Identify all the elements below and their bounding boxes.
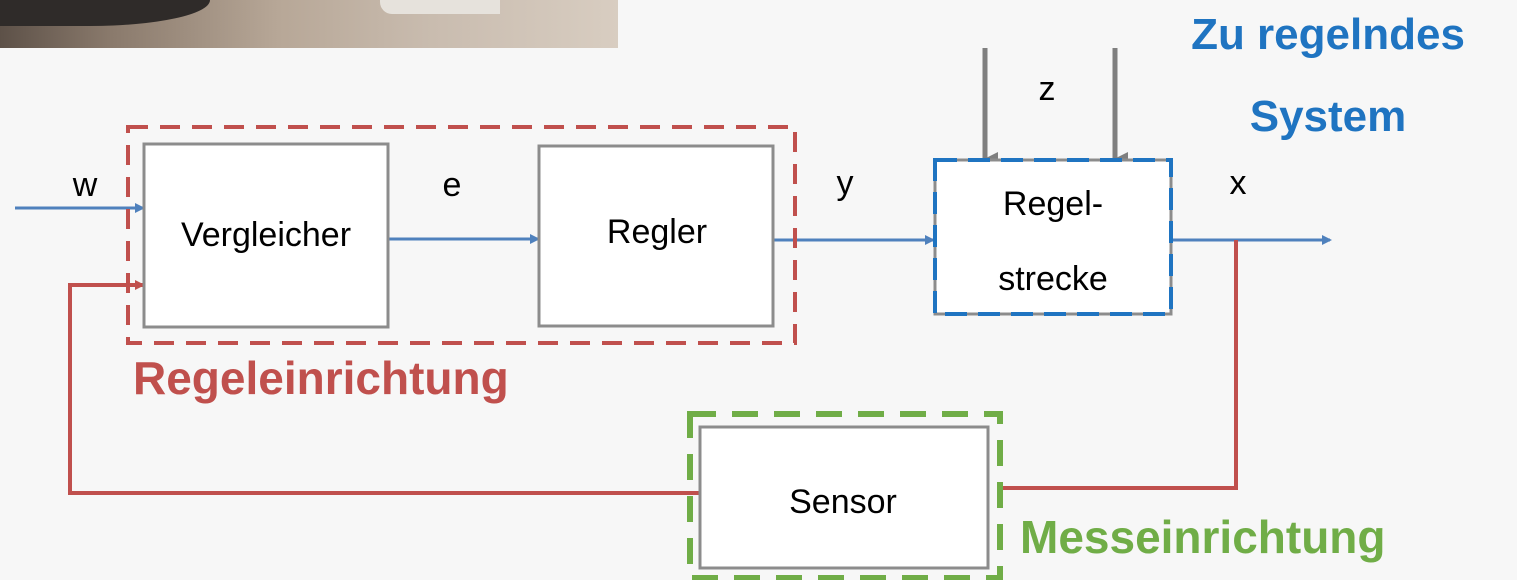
plant-block	[933, 158, 1173, 316]
signal-y-label: y	[837, 164, 854, 202]
measuring-unit-frame	[687, 411, 1003, 580]
controller-block	[537, 144, 775, 328]
comparator-block	[142, 142, 390, 329]
system-frame	[933, 158, 1173, 316]
photo-light-object	[380, 0, 500, 14]
plant-label-line1: Regel-	[1003, 185, 1103, 223]
signal-e-label: e	[443, 166, 462, 204]
comparator-label: Vergleicher	[181, 216, 351, 254]
photo-strip	[0, 0, 618, 48]
system-label-line1: Zu regelndes	[1191, 10, 1465, 59]
measuring-unit-label: Messeinrichtung	[1020, 511, 1386, 563]
sensor-block	[698, 425, 990, 570]
sensor-label: Sensor	[789, 483, 897, 521]
system-label-line2: System	[1250, 92, 1407, 141]
control-unit-label: Regeleinrichtung	[133, 352, 509, 404]
control-unit-frame	[126, 125, 797, 345]
feedback-line-to-comparator	[68, 280, 700, 495]
controller-label: Regler	[607, 213, 707, 251]
signal-x-label: x	[1230, 164, 1247, 202]
feedback-line-to-sensor	[1000, 240, 1238, 490]
signal-w-label: w	[72, 166, 98, 204]
signal-z-label: z	[1039, 70, 1056, 108]
plant-label-line2: strecke	[998, 260, 1108, 298]
